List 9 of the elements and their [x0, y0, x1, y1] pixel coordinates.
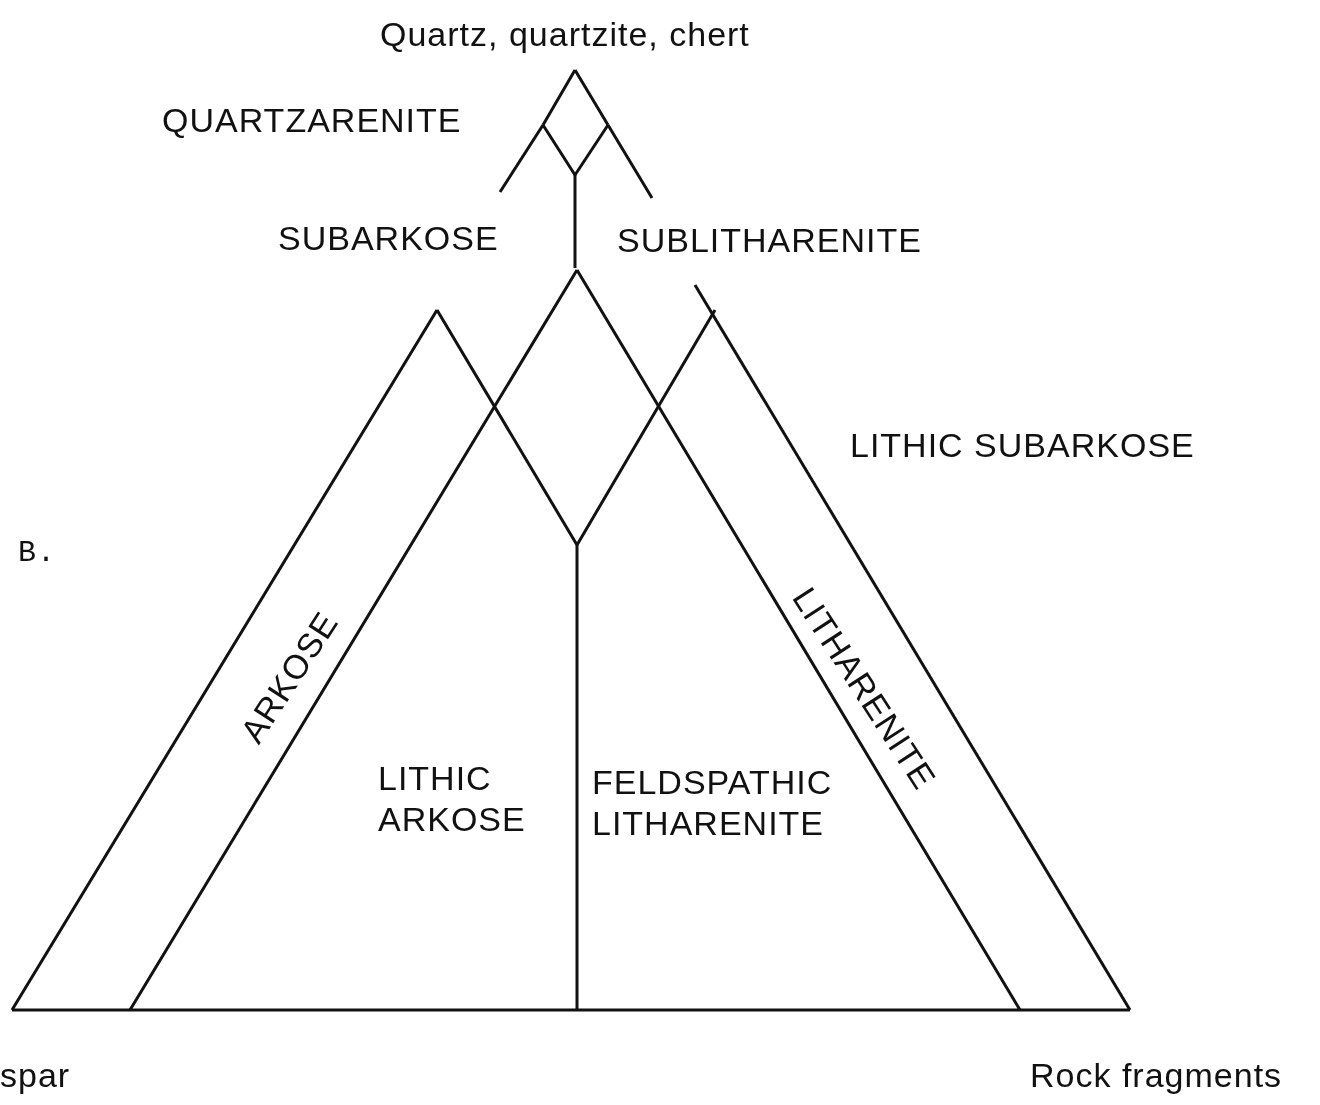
- field-label: LITHIC SUBARKOSE: [850, 425, 1195, 466]
- panel-label: B.: [18, 535, 56, 571]
- field-label: QUARTZARENITE: [162, 100, 462, 141]
- vertex-label: spar: [0, 1055, 71, 1096]
- field-label: SUBARKOSE: [278, 218, 499, 259]
- field-label: SUBLITHARENITE: [617, 220, 922, 261]
- field-label: LITHIC ARKOSE: [378, 758, 527, 840]
- vertex-label: Rock fragments: [1030, 1055, 1283, 1096]
- vertex-label: Quartz, quartzite, chert: [380, 14, 750, 55]
